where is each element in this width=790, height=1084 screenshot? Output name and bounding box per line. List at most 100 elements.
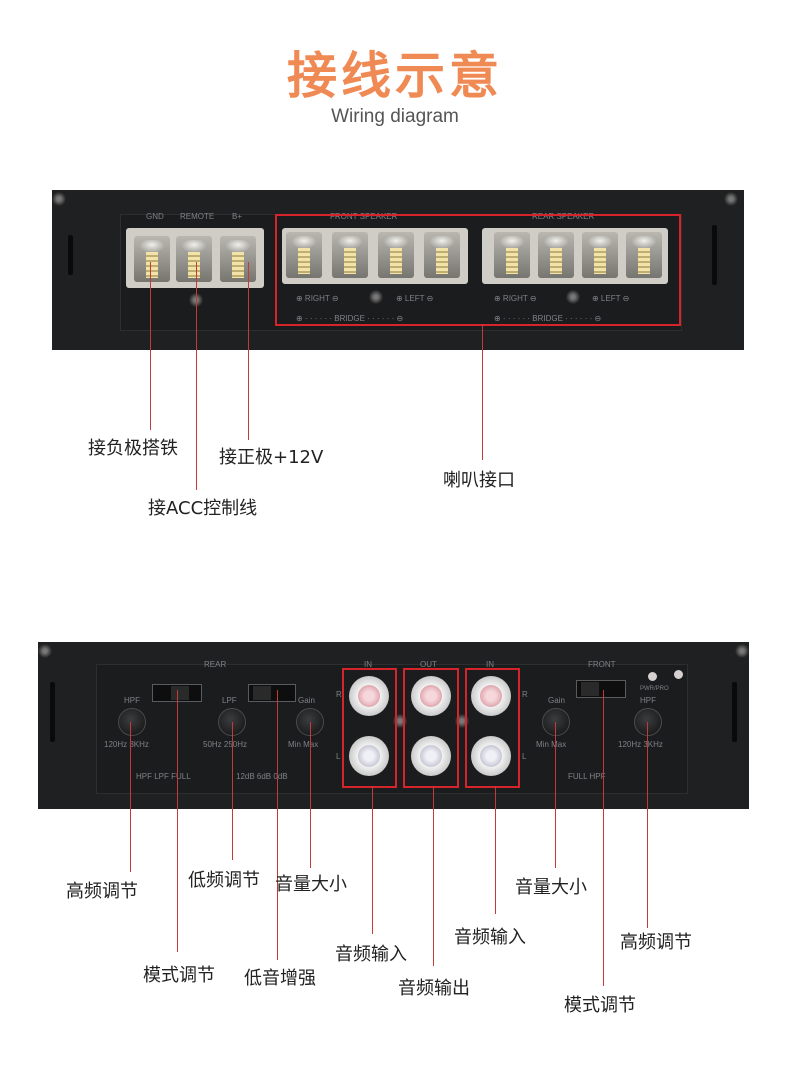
r-mark-left: R	[336, 690, 342, 699]
front-left-label: ⊕ LEFT ⊖	[396, 294, 434, 303]
hpf-right-callout: 高频调节	[620, 932, 692, 953]
front-hpf-label: HPF	[640, 696, 656, 705]
speaker-terminal	[582, 232, 618, 278]
in-label-left: IN	[364, 660, 372, 669]
corner-bolt	[724, 192, 738, 206]
rca-input-left-r[interactable]	[349, 676, 389, 716]
hpf-left-callout: 高频调节	[66, 881, 138, 902]
rear-mode-labels: HPF LPF FULL	[136, 772, 191, 781]
rca-output-l[interactable]	[411, 736, 451, 776]
power-led	[648, 672, 657, 681]
out-label: OUT	[420, 660, 437, 669]
rear-lpf-label: LPF	[222, 696, 237, 705]
protect-led	[674, 670, 683, 679]
front-mode-labels: FULL HPF	[568, 772, 606, 781]
front-gain-knob[interactable]	[542, 708, 570, 736]
speaker-terminal	[538, 232, 574, 278]
rear-hpf-knob[interactable]	[118, 708, 146, 736]
mount-screw	[369, 290, 383, 304]
in-label-right: IN	[486, 660, 494, 669]
gnd-terminal	[134, 236, 170, 282]
output-highlight-box	[403, 668, 459, 788]
rear-gain-range: Min Max	[288, 740, 319, 749]
mount-screw	[566, 290, 580, 304]
speaker-terminal	[494, 232, 530, 278]
output-line	[433, 786, 434, 966]
rear-left-label: ⊕ LEFT ⊖	[592, 294, 630, 303]
gain-left-line	[310, 722, 311, 868]
rear-bridge-label: ⊕ · · · · · · BRIDGE · · · · · · ⊖	[494, 314, 602, 323]
speaker-highlight-box	[275, 214, 681, 326]
input-left-line	[372, 786, 373, 934]
rear-hpf-label: HPF	[124, 696, 140, 705]
b-plus-label: B+	[232, 212, 243, 221]
gnd-callout-line	[150, 262, 151, 430]
speaker-terminal	[378, 232, 414, 278]
corner-bolt	[52, 192, 66, 206]
rear-speaker-label: REAR SPEAKER	[532, 212, 595, 221]
input-right-highlight-box	[465, 668, 520, 788]
mode-right-line	[603, 690, 604, 986]
lpf-line	[232, 722, 233, 860]
rear-gain-label: Gain	[298, 696, 315, 705]
remote-terminal	[176, 236, 212, 282]
speaker-terminal	[286, 232, 322, 278]
hpf-right-line	[647, 722, 648, 928]
remote-label: REMOTE	[180, 212, 215, 221]
rear-hpf-range: 120Hz 3KHz	[104, 740, 149, 749]
mode-right-callout: 模式调节	[564, 995, 636, 1016]
front-gain-label: Gain	[548, 696, 565, 705]
bass-boost-labels: 12dB 6dB 0dB	[236, 772, 288, 781]
speaker-callout-line	[482, 324, 483, 460]
front-speaker-label: FRONT SPEAKER	[330, 212, 398, 221]
acc-callout-line	[196, 262, 197, 490]
vent-slot	[68, 235, 73, 275]
input-right-callout: 音频输入	[454, 927, 526, 948]
rca-input-right-r[interactable]	[471, 676, 511, 716]
corner-bolt	[735, 644, 749, 658]
output-callout: 音频输出	[398, 978, 470, 999]
front-mode-switch[interactable]	[576, 680, 626, 698]
rca-input-left-l[interactable]	[349, 736, 389, 776]
front-section-label: FRONT	[588, 660, 616, 669]
vent-slot	[50, 682, 55, 742]
speaker-terminal	[332, 232, 368, 278]
b-plus-terminal	[220, 236, 256, 282]
speaker-callout: 喇叭接口	[443, 470, 515, 491]
front-gain-range: Min Max	[536, 740, 567, 749]
rca-input-right-l[interactable]	[471, 736, 511, 776]
input-right-line	[495, 786, 496, 914]
bass-line	[277, 690, 278, 960]
rear-lpf-range: 50Hz 250Hz	[203, 740, 248, 749]
gain-left-callout: 音量大小	[275, 874, 347, 895]
gain-right-line	[555, 722, 556, 868]
mode-left-line	[177, 690, 178, 952]
hpf-left-line	[130, 722, 131, 872]
lpf-callout: 低频调节	[188, 870, 260, 891]
page-subtitle: Wiring diagram	[331, 106, 459, 127]
gnd-label: GND	[146, 212, 164, 221]
vent-slot	[732, 682, 737, 742]
corner-bolt	[38, 644, 52, 658]
front-right-label: ⊕ RIGHT ⊖	[296, 294, 339, 303]
pwr-prot-label: PWR/PRO	[640, 686, 669, 692]
front-hpf-knob[interactable]	[634, 708, 662, 736]
l-mark-right: L	[522, 752, 527, 761]
input-left-highlight-box	[342, 668, 397, 788]
input-left-callout: 音频输入	[335, 944, 407, 965]
bplus-callout: 接正极+12V	[219, 447, 324, 468]
rear-right-label: ⊕ RIGHT ⊖	[494, 294, 537, 303]
bass-callout: 低音增强	[244, 968, 316, 989]
gnd-callout: 接负极搭铁	[88, 438, 178, 459]
rear-section-label: REAR	[204, 660, 227, 669]
r-mark-right: R	[522, 690, 528, 699]
gain-right-callout: 音量大小	[515, 877, 587, 898]
page-title: 接线示意	[287, 47, 503, 105]
mode-left-callout: 模式调节	[143, 965, 215, 986]
bass-boost-switch[interactable]	[248, 684, 296, 702]
speaker-terminal	[626, 232, 662, 278]
acc-callout: 接ACC控制线	[148, 498, 258, 519]
speaker-terminal	[424, 232, 460, 278]
bplus-callout-line	[248, 262, 249, 440]
rca-output-r[interactable]	[411, 676, 451, 716]
